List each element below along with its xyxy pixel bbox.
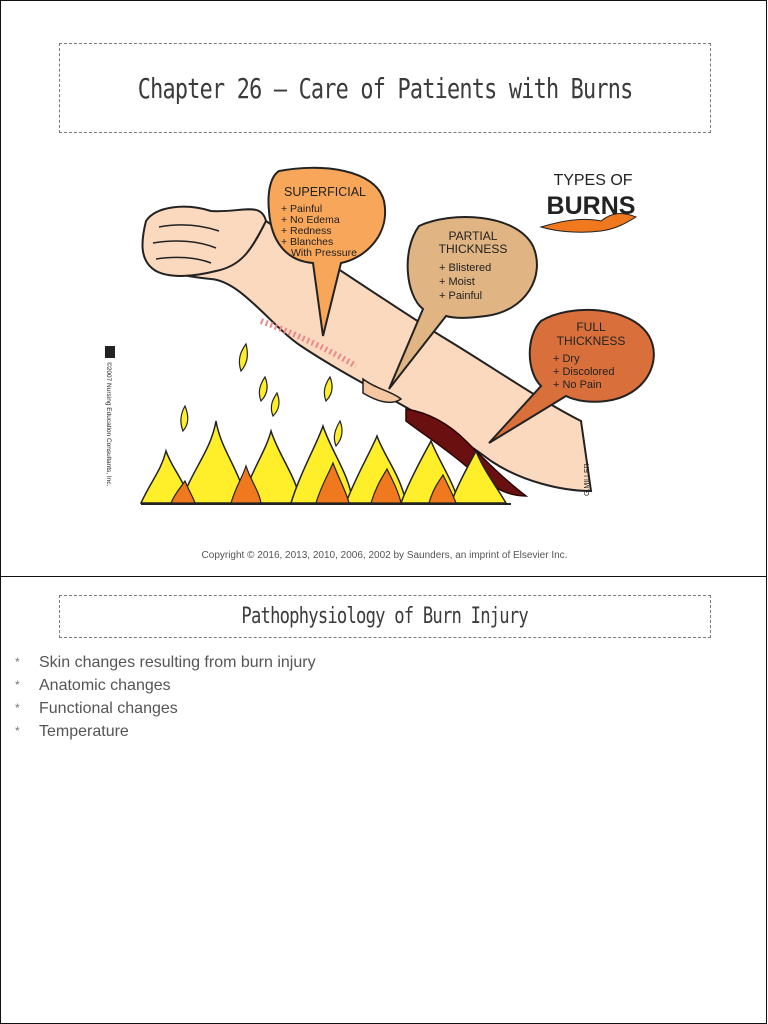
redness-zone: [259, 318, 358, 369]
artist-signature: G.MILLER: [584, 463, 591, 496]
blister-zone: [362, 377, 403, 404]
full-label-1: FULL: [576, 320, 606, 334]
superficial-item-4: + Blanches: [281, 236, 333, 248]
full-item-1: + Dry: [553, 353, 580, 365]
burn-types-illustration: SUPERFICIAL + Painful + No Edema + Redne…: [105, 166, 655, 505]
side-credit-text: ©2007 Nursing Education Consultants, Inc…: [105, 362, 113, 487]
copyright-notice: Copyright © 2016, 2013, 2010, 2006, 2002…: [201, 550, 568, 561]
hand: [141, 205, 268, 277]
publisher-logo-icon: [105, 346, 115, 358]
bullet-item: *Anatomic changes: [15, 674, 316, 697]
slide-2-title-box: Pathophysiology of Burn Injury: [59, 595, 711, 638]
types-of-heading: TYPES OF: [553, 172, 632, 189]
bullet-star-icon: *: [15, 701, 20, 715]
superficial-item-2: + No Edema: [281, 214, 340, 226]
burns-flame-underline: [539, 213, 638, 233]
partial-item-3: + Painful: [439, 290, 482, 302]
superficial-item-3: + Redness: [281, 225, 332, 237]
bullet-star-icon: *: [15, 655, 20, 669]
full-label-2: THICKNESS: [557, 334, 626, 348]
charred-zone: [405, 408, 529, 497]
partial-label-2: THICKNESS: [439, 242, 508, 256]
bullet-item: *Temperature: [15, 720, 316, 743]
partial-item-1: + Blistered: [439, 262, 491, 274]
slide-1-title-box: Chapter 26 – Care of Patients with Burns: [59, 43, 711, 133]
bullet-list: *Skin changes resulting from burn injury…: [15, 651, 316, 743]
partial-item-2: + Moist: [439, 276, 475, 288]
flames: [139, 342, 511, 505]
full-bubble: [488, 308, 655, 444]
superficial-label: SUPERFICIAL: [284, 185, 366, 199]
slide-1-title: Chapter 26 – Care of Patients with Burns: [137, 71, 634, 105]
full-item-2: + Discolored: [553, 366, 614, 378]
bullet-item: *Skin changes resulting from burn injury: [15, 651, 316, 674]
superficial-bubble: [267, 166, 387, 337]
full-item-3: + No Pain: [553, 379, 602, 391]
slide-2-title: Pathophysiology of Burn Injury: [241, 604, 529, 629]
bullet-star-icon: *: [15, 678, 20, 692]
bullet-item: *Functional changes: [15, 697, 316, 720]
slide-1: Chapter 26 – Care of Patients with Burns: [0, 0, 767, 577]
bullet-star-icon: *: [15, 724, 20, 738]
partial-bubble: [388, 216, 538, 390]
superficial-item-5: With Pressure: [291, 247, 357, 259]
slide-2: Pathophysiology of Burn Injury *Skin cha…: [0, 576, 767, 1024]
superficial-item-1: + Painful: [281, 203, 322, 215]
partial-label-1: PARTIAL: [449, 229, 498, 243]
